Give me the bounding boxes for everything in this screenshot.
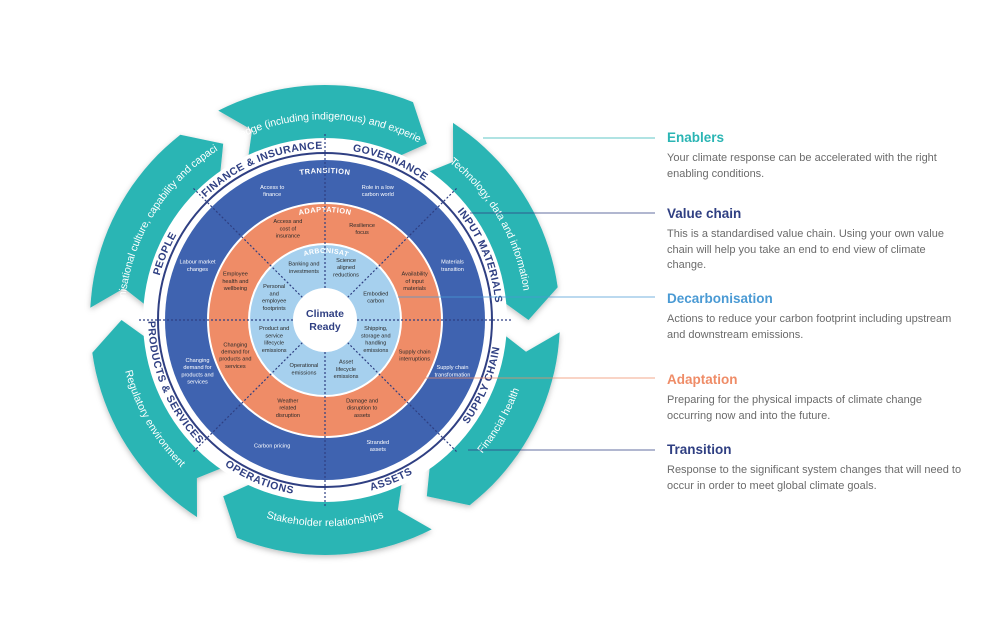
value-chain-inner-border bbox=[157, 152, 493, 488]
enabler-segment bbox=[90, 134, 224, 311]
legend-value-chain-title: Value chain bbox=[667, 206, 742, 221]
legend-enablers-title: Enablers bbox=[667, 130, 725, 145]
transition-item-carbon-pricing: Carbon pricing bbox=[254, 443, 290, 449]
legend-decarbonisation: Decarbonisation Actions to reduce your c… bbox=[667, 291, 967, 343]
sector-dividers bbox=[139, 134, 511, 506]
sector-divider bbox=[347, 188, 457, 298]
sector-divider bbox=[193, 188, 303, 298]
center-disc bbox=[293, 288, 357, 352]
legend-adaptation-text: Preparing for the physical impacts of cl… bbox=[667, 394, 922, 422]
center-title-line-1: Climate bbox=[306, 308, 344, 320]
legend-decarbonisation-title: Decarbonisation bbox=[667, 291, 773, 306]
legend-transition-text: Response to the significant system chang… bbox=[667, 464, 962, 492]
sector-divider bbox=[347, 342, 457, 452]
sector-divider bbox=[193, 342, 303, 452]
legend-value-chain-text: This is a standardised value chain. Usin… bbox=[667, 228, 944, 271]
legend-enablers-text: Your climate response can be accelerated… bbox=[667, 152, 937, 180]
center-title-line-2: Ready bbox=[309, 321, 341, 333]
enabler-label-knowledge-including-indigenous-and-experience: Knowledge (including indigenous) and exp… bbox=[0, 0, 423, 145]
legend-transition-title: Transition bbox=[667, 442, 732, 457]
legend-adaptation: Adaptation Preparing for the physical im… bbox=[667, 372, 967, 424]
legend-enablers: Enablers Your climate response can be ac… bbox=[667, 130, 967, 182]
enabler-segment bbox=[92, 320, 232, 518]
legend-decarbonisation-text: Actions to reduce your carbon footprint … bbox=[667, 313, 952, 341]
legend-leader-lines bbox=[398, 137, 655, 451]
legend-value-chain: Value chain This is a standardised value… bbox=[667, 206, 967, 274]
enabler-segment bbox=[418, 122, 558, 321]
legend-transition: Transition Response to the significant s… bbox=[667, 442, 967, 494]
legend-adaptation-title: Adaptation bbox=[667, 372, 738, 387]
enabler-segment bbox=[426, 329, 560, 506]
